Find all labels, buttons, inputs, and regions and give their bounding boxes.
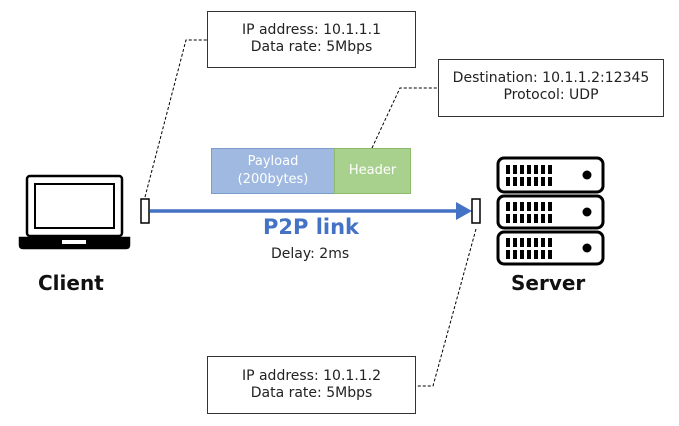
client-ip-leader — [144, 39, 207, 198]
laptop-touchpad — [62, 240, 86, 244]
server-ip-address: IP address: 10.1.1.2 — [241, 368, 382, 384]
laptop-icon — [18, 174, 131, 250]
client-ip-address: IP address: 10.1.1.1 — [241, 22, 382, 38]
callout-leaders — [144, 39, 477, 387]
packet-info-leader — [371, 87, 438, 149]
client-ip-callout: IP address: 10.1.1.1 Data rate: 5Mbps — [207, 11, 416, 68]
p2p-link-arrowhead — [456, 202, 472, 220]
packet-info-callout: Destination: 10.1.1.2:12345 Protocol: UD… — [438, 59, 664, 117]
client-label: Client — [38, 271, 104, 295]
client-data-rate: Data rate: 5Mbps — [250, 39, 373, 55]
server-rack-middle — [496, 194, 605, 230]
server-icon — [496, 156, 605, 266]
server-rack-bottom — [496, 230, 605, 266]
payload-size: (200bytes) — [237, 172, 309, 187]
server-ip-leader — [416, 228, 477, 387]
p2p-link-label: P2P link — [263, 215, 360, 239]
server-interface-port — [471, 198, 481, 224]
server-data-rate: Data rate: 5Mbps — [250, 385, 373, 401]
server-label: Server — [511, 271, 586, 295]
packet-header-block: Header — [334, 148, 411, 194]
packet-destination: Destination: 10.1.1.2:12345 — [452, 70, 650, 86]
client-interface-port — [140, 198, 150, 224]
packet-protocol: Protocol: UDP — [503, 87, 599, 103]
packet-payload-block: Payload (200bytes) — [211, 148, 335, 194]
server-rack-top — [496, 156, 605, 194]
link-delay-label: Delay: 2ms — [271, 246, 350, 262]
payload-label: Payload — [247, 154, 299, 169]
server-ip-callout: IP address: 10.1.1.2 Data rate: 5Mbps — [207, 356, 416, 414]
header-label: Header — [348, 163, 397, 178]
